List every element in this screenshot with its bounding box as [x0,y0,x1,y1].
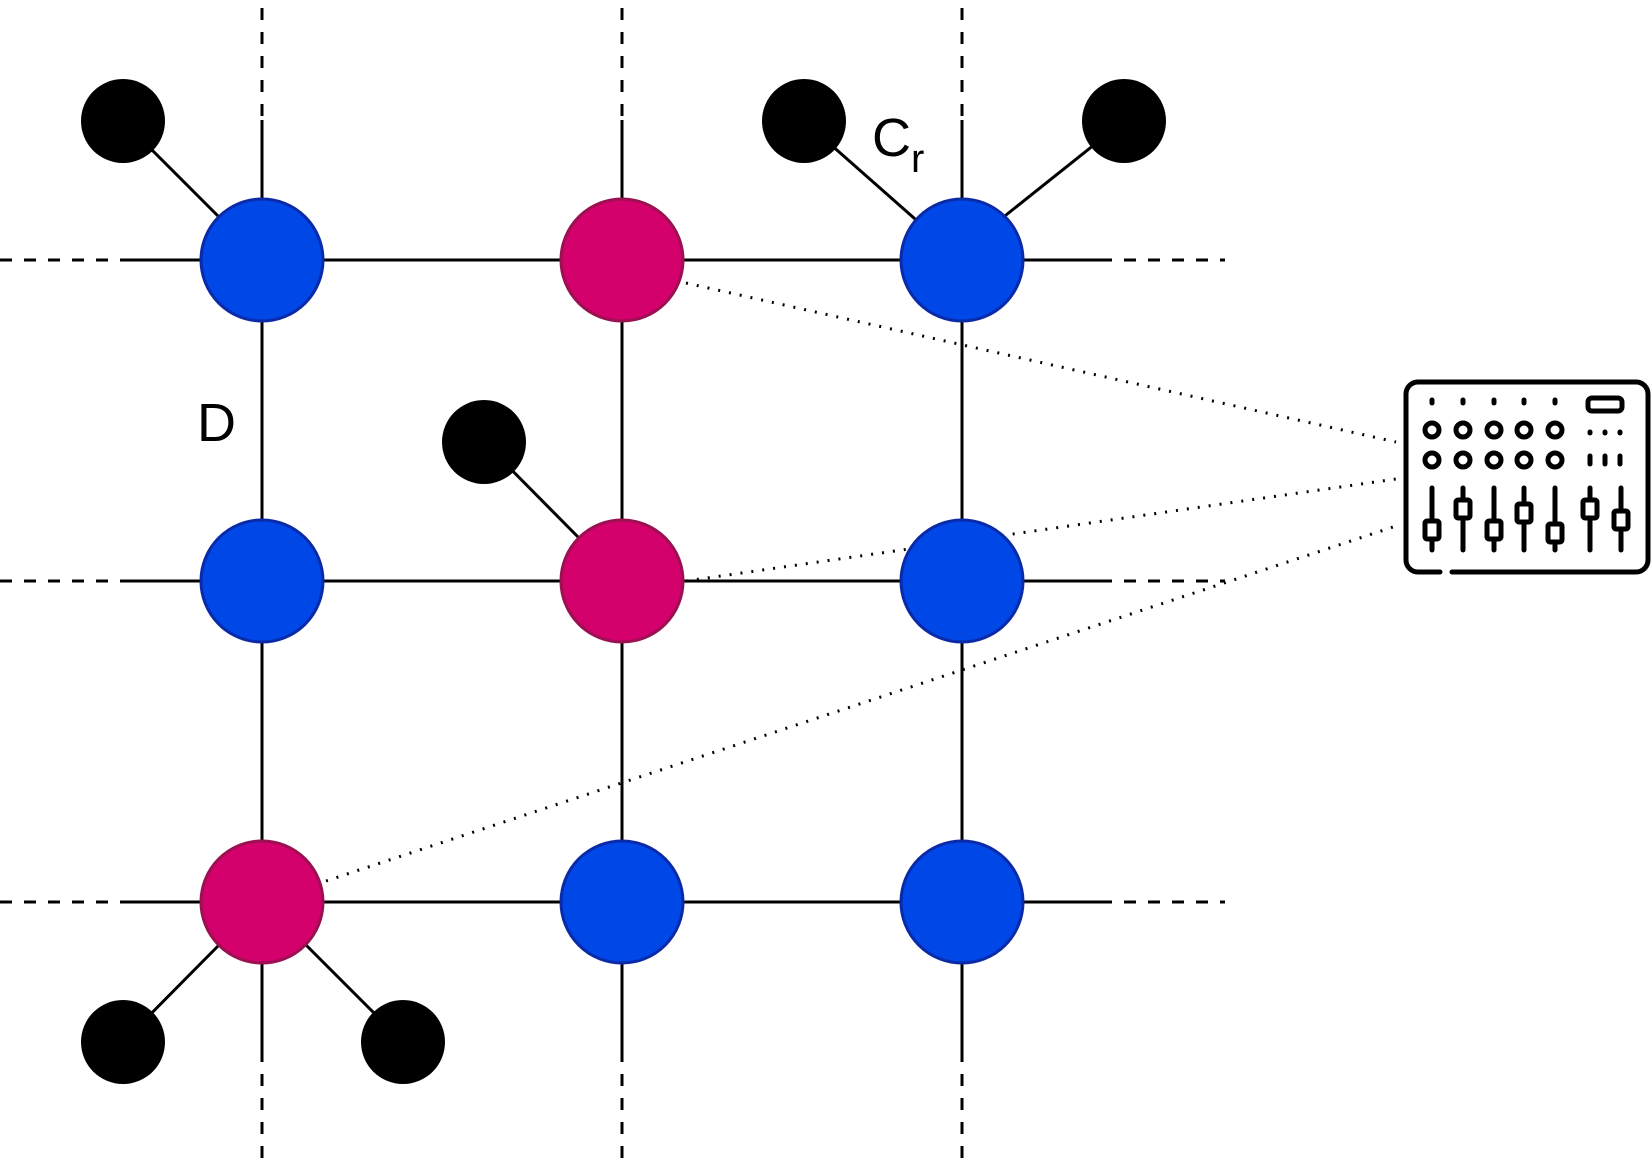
node-magenta [559,197,685,323]
node-blue [899,197,1025,323]
terminal-dot [762,79,846,163]
terminal-dot [442,400,526,484]
terminal-dot [361,1000,445,1084]
label-c: C [872,108,911,168]
dashed-extensions [0,8,1225,1168]
node-magenta [199,839,325,965]
mixing-console-icon [1403,379,1651,575]
node-blue [559,839,685,965]
node-blue [199,518,325,644]
node-blue [199,197,325,323]
node-magenta [559,518,685,644]
terminal-dot [1082,79,1166,163]
lattice-nodes [199,197,1025,965]
node-blue [899,839,1025,965]
terminal-dot [81,79,165,163]
terminal-dots [81,79,1166,1084]
label-d: D [197,393,236,453]
node-blue [899,518,1025,644]
control-lines [325,281,1397,883]
terminal-dot [81,1000,165,1084]
label-c-subscript: r [911,137,924,181]
